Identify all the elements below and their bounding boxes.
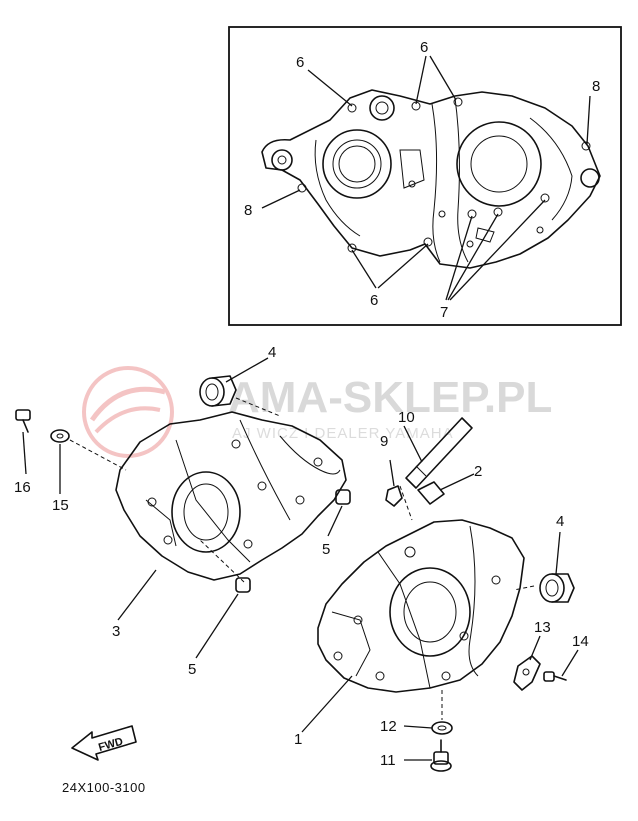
callout-5-lower: 5 bbox=[188, 661, 196, 678]
cap-part bbox=[417, 481, 445, 505]
fitting-part bbox=[385, 485, 403, 507]
watermark: AMA-SKLEP.PL AJ WICZ I DEALER YAMAHA bbox=[82, 366, 552, 458]
callout-4-top: 4 bbox=[268, 344, 276, 361]
inset-callout-6-left: 6 bbox=[296, 54, 304, 71]
bracket-part bbox=[513, 655, 541, 691]
washer-part-15 bbox=[50, 429, 70, 443]
inset-frame bbox=[228, 26, 622, 326]
callout-15: 15 bbox=[52, 497, 69, 514]
watermark-sub-text: AJ WICZ I DEALER YAMAHA bbox=[232, 425, 454, 442]
exploded-view: 4 16 15 3 5 5 10 9 2 4 13 14 1 12 11 bbox=[14, 344, 589, 772]
bolt-part-16 bbox=[15, 409, 31, 433]
callout-14: 14 bbox=[572, 633, 589, 650]
dowel-pin-part-upper bbox=[335, 489, 351, 505]
callout-11: 11 bbox=[380, 752, 396, 769]
oil-seal-part-right bbox=[539, 573, 575, 603]
callout-10: 10 bbox=[398, 409, 415, 426]
inset-callout-8-right: 8 bbox=[592, 78, 600, 95]
bolt-part-14 bbox=[543, 671, 567, 682]
callout-13: 13 bbox=[534, 619, 551, 636]
callout-4-right: 4 bbox=[556, 513, 564, 530]
washer-part bbox=[431, 721, 453, 735]
inset-callout-6-top: 6 bbox=[420, 39, 428, 56]
callout-1: 1 bbox=[294, 731, 302, 748]
pipe-part bbox=[405, 417, 473, 489]
drain-bolt-part bbox=[430, 739, 452, 772]
inset-callout-7: 7 bbox=[440, 304, 448, 321]
diagram-code: 24X100-3100 bbox=[62, 780, 146, 795]
callout-2: 2 bbox=[474, 463, 482, 480]
dowel-pin-part-lower bbox=[235, 577, 251, 593]
inset-view: 6 6 8 8 6 7 bbox=[228, 26, 622, 326]
callout-5-upper: 5 bbox=[322, 541, 330, 558]
left-crankcase-part bbox=[115, 411, 347, 581]
leader-lines bbox=[22, 357, 579, 761]
watermark-main-text: AMA-SKLEP.PL bbox=[228, 373, 552, 422]
forward-arrow-icon: FWD bbox=[71, 725, 137, 761]
oil-seal-part-top bbox=[199, 375, 237, 407]
inset-crankcase-drawing bbox=[261, 89, 601, 269]
callout-3: 3 bbox=[112, 623, 120, 640]
right-crankcase-part bbox=[317, 519, 525, 693]
watermark-logo-icon bbox=[82, 366, 174, 458]
inset-callout-6-bottom: 6 bbox=[370, 292, 378, 309]
assembly-lines bbox=[69, 397, 535, 720]
inset-leader-lines bbox=[261, 55, 591, 301]
callout-12: 12 bbox=[380, 718, 397, 735]
callout-16: 16 bbox=[14, 479, 31, 496]
inset-callout-8-left: 8 bbox=[244, 202, 252, 219]
callout-9: 9 bbox=[380, 433, 388, 450]
